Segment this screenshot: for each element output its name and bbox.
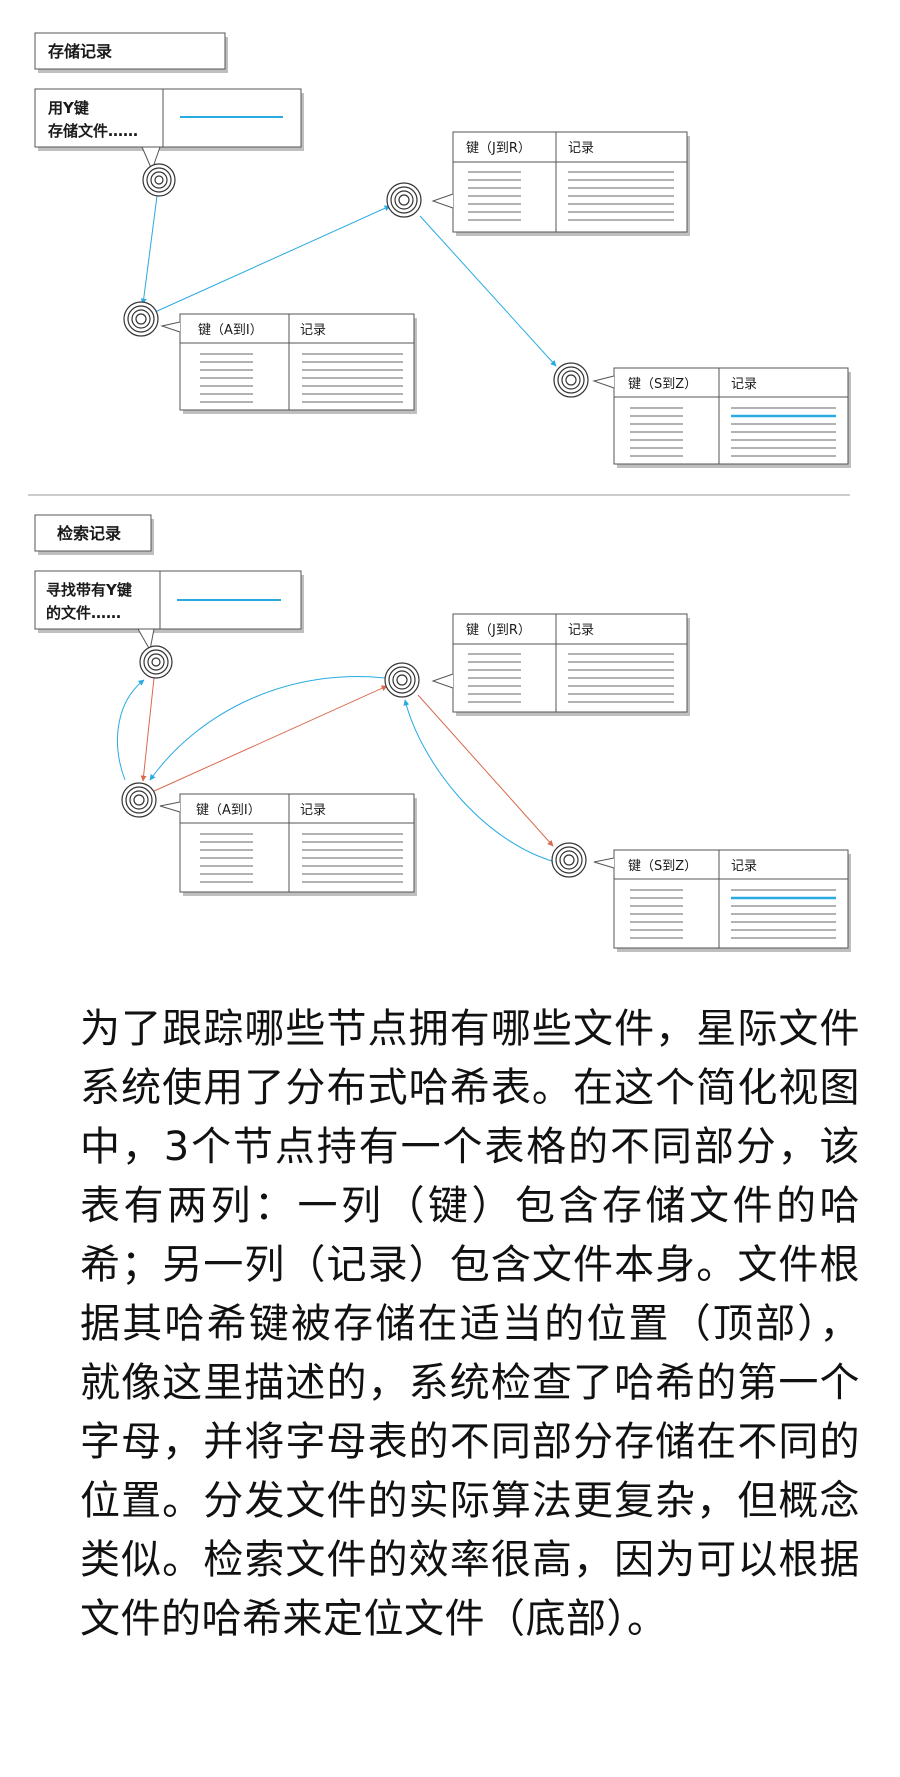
retrieve-return-arrow-1 xyxy=(403,699,556,863)
retrieve-s-z-key-header: 键（S到Z） xyxy=(628,859,697,874)
retrieve-j-r-key-header: 键（J到R） xyxy=(466,623,531,638)
retrieve-title-box: 检索记录 xyxy=(34,514,154,555)
store-request-line1: 用Y键 xyxy=(48,99,89,117)
retrieve-request-line1: 寻找带有Y键 xyxy=(46,581,132,599)
store-s-z-key-header: 键（S到Z） xyxy=(628,377,697,392)
retrieve-section: 检索记录 寻找带有Y键 的文件…… xyxy=(34,514,851,952)
store-section: 存储记录 用Y键 存储文件…… xyxy=(34,32,851,468)
store-s-z-record-header: 记录 xyxy=(731,377,757,392)
retrieve-request-pointer xyxy=(137,628,155,652)
store-table-j-r: 键（J到R） 记录 xyxy=(431,131,690,236)
retrieve-request-box: 寻找带有Y键 的文件…… xyxy=(34,570,304,652)
store-node-requester xyxy=(142,163,176,197)
store-j-r-key-header: 键（J到R） xyxy=(466,141,531,156)
retrieve-node-j-r xyxy=(384,662,420,698)
retrieve-a-i-record-header: 记录 xyxy=(300,803,326,818)
store-request-pointer xyxy=(141,146,161,172)
store-request-box: 用Y键 存储文件…… xyxy=(34,88,304,172)
store-node-a-i xyxy=(123,301,159,337)
dht-diagram: 存储记录 用Y键 存储文件…… xyxy=(28,32,851,952)
retrieve-table-j-r: 键（J到R） 记录 xyxy=(431,613,690,716)
figure-caption: 为了跟踪哪些节点拥有哪些文件，星际文件系统使用了分布式哈希表。在这个简化视图中，… xyxy=(80,1006,860,1642)
store-j-r-record-header: 记录 xyxy=(568,141,594,156)
store-request-line2: 存储文件…… xyxy=(48,122,138,140)
retrieve-title: 检索记录 xyxy=(57,524,121,543)
store-a-i-key-header: 键（A到I） xyxy=(198,323,263,338)
store-arrow-2 xyxy=(154,205,391,313)
retrieve-table-a-i: 键（A到I） 记录 xyxy=(159,793,417,896)
store-title: 存储记录 xyxy=(48,42,112,61)
retrieve-node-a-i xyxy=(121,782,157,818)
store-table-a-i: 键（A到I） 记录 xyxy=(160,313,417,414)
retrieve-query-arrow-3 xyxy=(417,694,554,847)
store-table-s-z: 键（S到Z） 记录 xyxy=(592,367,851,468)
store-node-j-r xyxy=(386,182,422,218)
store-arrow-3 xyxy=(419,215,557,367)
store-node-s-z xyxy=(553,362,589,398)
retrieve-return-arrow-3 xyxy=(117,679,145,781)
retrieve-j-r-record-header: 记录 xyxy=(568,623,594,638)
retrieve-query-arrow-2 xyxy=(151,685,388,793)
store-a-i-record-header: 记录 xyxy=(300,323,326,338)
retrieve-node-s-z xyxy=(551,842,587,878)
retrieve-query-arrow-1 xyxy=(140,677,155,782)
retrieve-request-line2: 的文件…… xyxy=(46,604,121,622)
retrieve-a-i-key-header: 键（A到I） xyxy=(196,803,261,818)
retrieve-s-z-record-header: 记录 xyxy=(731,859,757,874)
retrieve-node-requester xyxy=(139,645,173,679)
retrieve-return-arrow-2 xyxy=(149,676,386,781)
store-arrow-1 xyxy=(140,195,158,305)
store-title-box: 存储记录 xyxy=(34,32,228,73)
retrieve-table-s-z: 键（S到Z） 记录 xyxy=(593,849,851,952)
